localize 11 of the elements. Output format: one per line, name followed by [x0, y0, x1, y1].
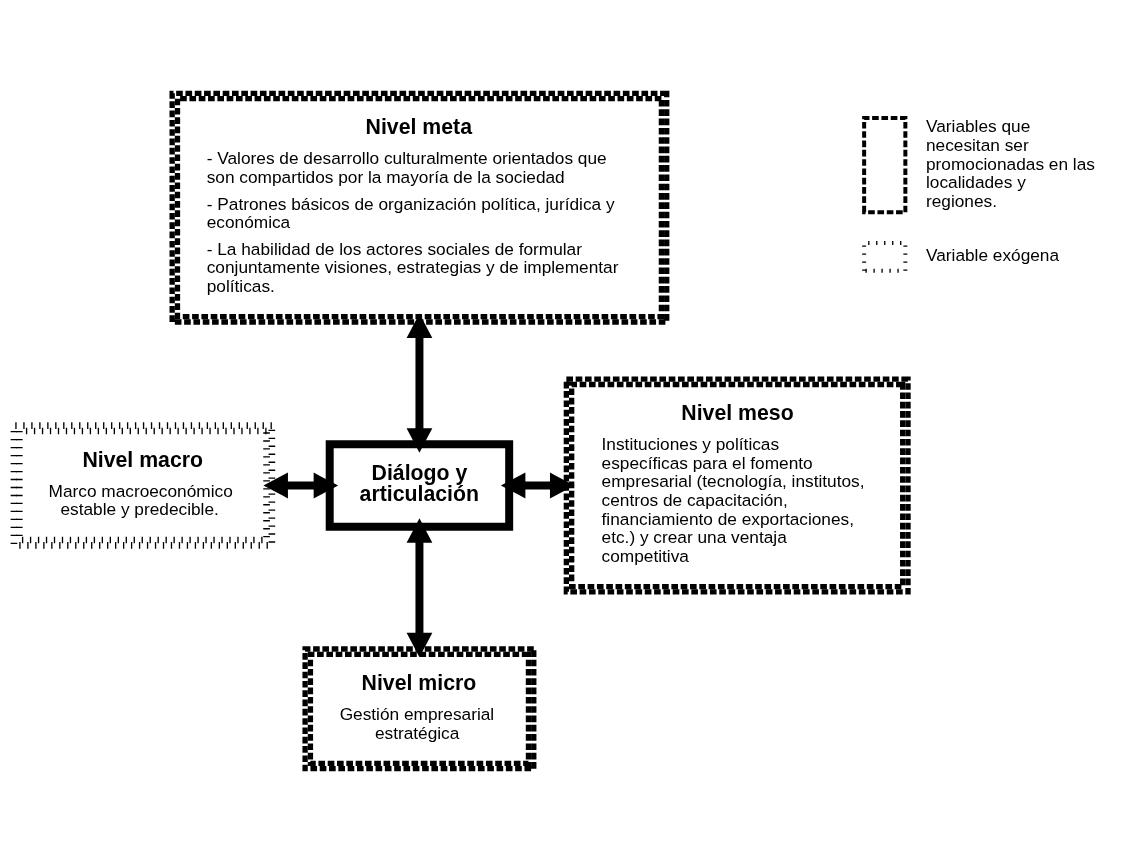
node-box: Nivel micro Gestión empresarial estratégica — [302, 645, 537, 771]
arrow — [406, 313, 433, 453]
node-box: Nivel meso Instituciones y políticas específicas para el fomento empresarial (tecnología, institutos, centros de capacitación, financiamiento de exportaciones, etc.) y crear una ventaja competitiva — [563, 376, 911, 594]
node-box: Nivel macro Marco macroeconómico estable y predecible. — [10, 421, 276, 549]
legend-label: Variables que necesitan ser promocionadas en las localidades y regiones. — [925, 115, 1095, 211]
node-box: Nivel meta - Valores de desarrollo culturalmente orientados que son compartidos por la mayoría de la sociedad - Patrones básicos de organización política, jurídica y económica - La habilidad de los actores sociales de formular conjuntamente visiones, estrategias y de implementar políticas. — [169, 90, 670, 325]
arrow — [263, 472, 339, 498]
arrow — [406, 517, 433, 657]
arrow — [500, 472, 575, 498]
legend-label: Variable exógena — [925, 244, 1060, 265]
node-box: Diálogo y articulación — [325, 439, 514, 531]
